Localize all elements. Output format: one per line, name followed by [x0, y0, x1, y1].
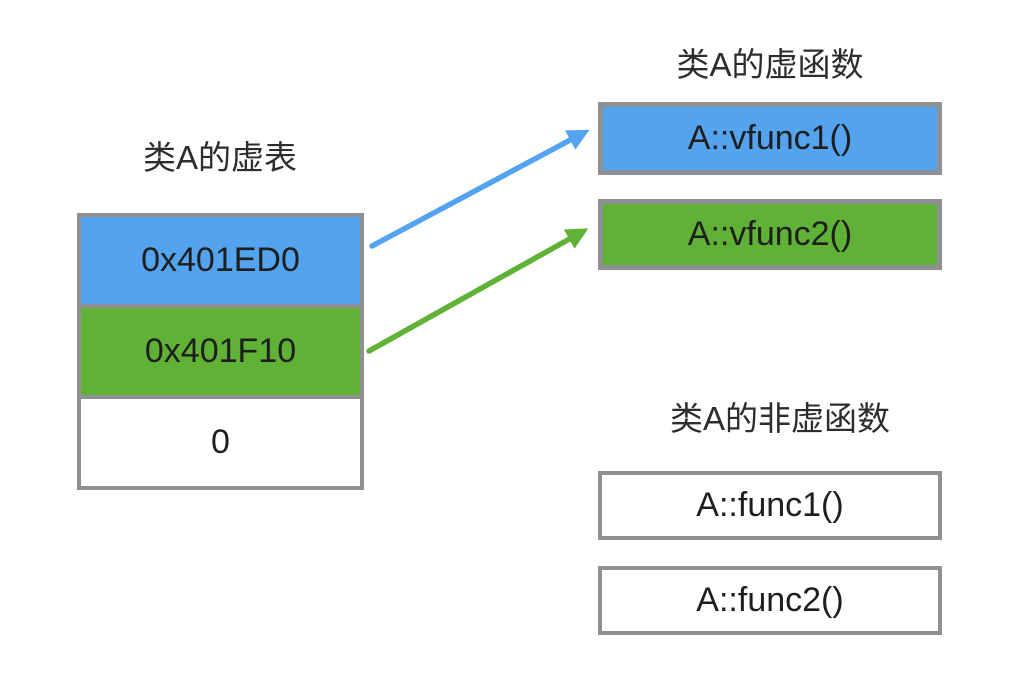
- vtable-slot-1: 0x401ED0: [81, 217, 360, 304]
- non-virtual-functions-title: 类A的非虚函数: [669, 400, 890, 437]
- vfunc2-pointer-arrow: [366, 228, 589, 354]
- vtable-title: 类A的虚表: [142, 139, 297, 176]
- vfunc2-box: A::vfunc2(): [598, 199, 942, 270]
- vtable-box: 0x401ED0 0x401F10 0: [77, 213, 364, 490]
- func2-box: A::func2(): [598, 566, 942, 635]
- vtable-slot-2: 0x401F10: [81, 304, 360, 395]
- func1-box: A::func1(): [598, 471, 942, 540]
- virtual-functions-title: 类A的虚函数: [676, 46, 864, 83]
- vfunc1-box: A::vfunc1(): [598, 102, 942, 175]
- vfunc1-pointer-arrow: [369, 129, 590, 249]
- vtable-slot-3: 0: [81, 395, 360, 486]
